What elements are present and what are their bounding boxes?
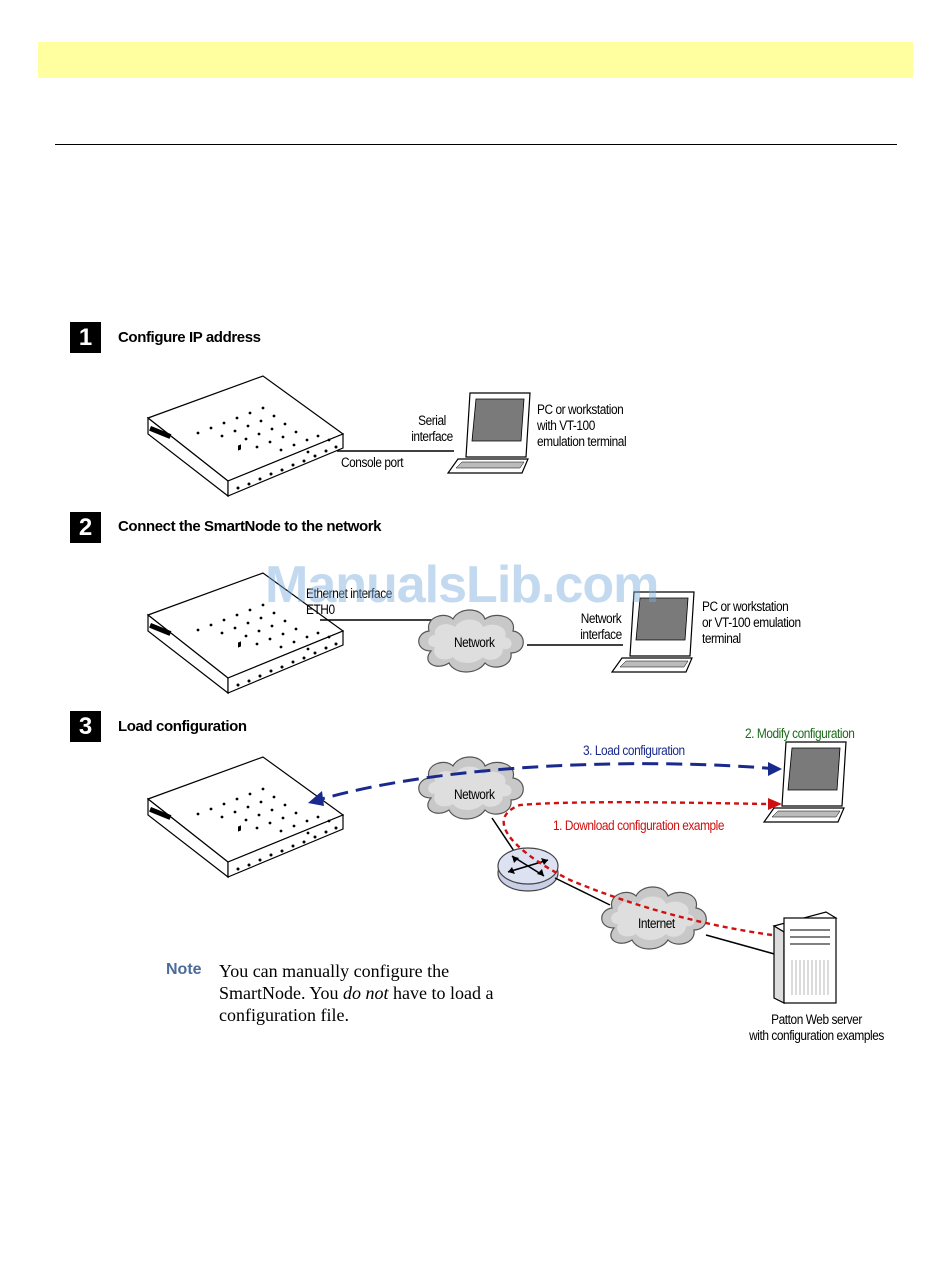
download-configuration-arrow (502, 798, 782, 937)
network-label-3: Network (454, 787, 495, 802)
note-label: Note (166, 961, 202, 978)
router-icon (497, 847, 559, 892)
watermark: ManualsLib.com (265, 556, 659, 614)
load-configuration-label: 3. Load configuration (583, 743, 685, 758)
ethernet-interface-label: Ethernet interface ETH0 (306, 586, 392, 617)
pc-label-2: PC or workstation or VT-100 emulation te… (702, 599, 801, 646)
smartnode-device-3 (147, 756, 344, 878)
header-band (38, 42, 913, 78)
step-2-badge: 2 (70, 512, 101, 543)
step-3-title: Load configuration (118, 718, 247, 735)
router-internet-link (554, 877, 611, 906)
load-configuration-arrow (308, 762, 782, 806)
internet-server-link (705, 934, 779, 956)
step-3-badge: 3 (70, 711, 101, 742)
step-2-title: Connect the SmartNode to the network (118, 518, 382, 535)
web-server-icon (772, 911, 838, 1004)
note-text: You can manually configure the SmartNode… (219, 961, 494, 1025)
console-port-label: Console port (341, 455, 404, 470)
network-interface-label: Network interface (580, 611, 622, 642)
server-label: Patton Web server with configuration exa… (749, 1012, 884, 1043)
laptop-3 (763, 741, 847, 823)
download-configuration-label: 1. Download configuration example (553, 818, 725, 833)
step-1-badge: 1 (70, 322, 101, 353)
pc-label-1: PC or workstation with VT-100 emulation … (537, 402, 627, 449)
network-label-2: Network (454, 635, 495, 650)
header-rule (55, 144, 897, 145)
step-1-title: Configure IP address (118, 329, 261, 346)
note-emphasis: do not (343, 983, 389, 1003)
internet-label: Internet (638, 916, 675, 931)
serial-interface-label: Serial interface (411, 413, 453, 444)
modify-configuration-label: 2. Modify configuration (745, 726, 855, 741)
laptop-1 (447, 392, 531, 474)
smartnode-device-1 (147, 375, 344, 497)
